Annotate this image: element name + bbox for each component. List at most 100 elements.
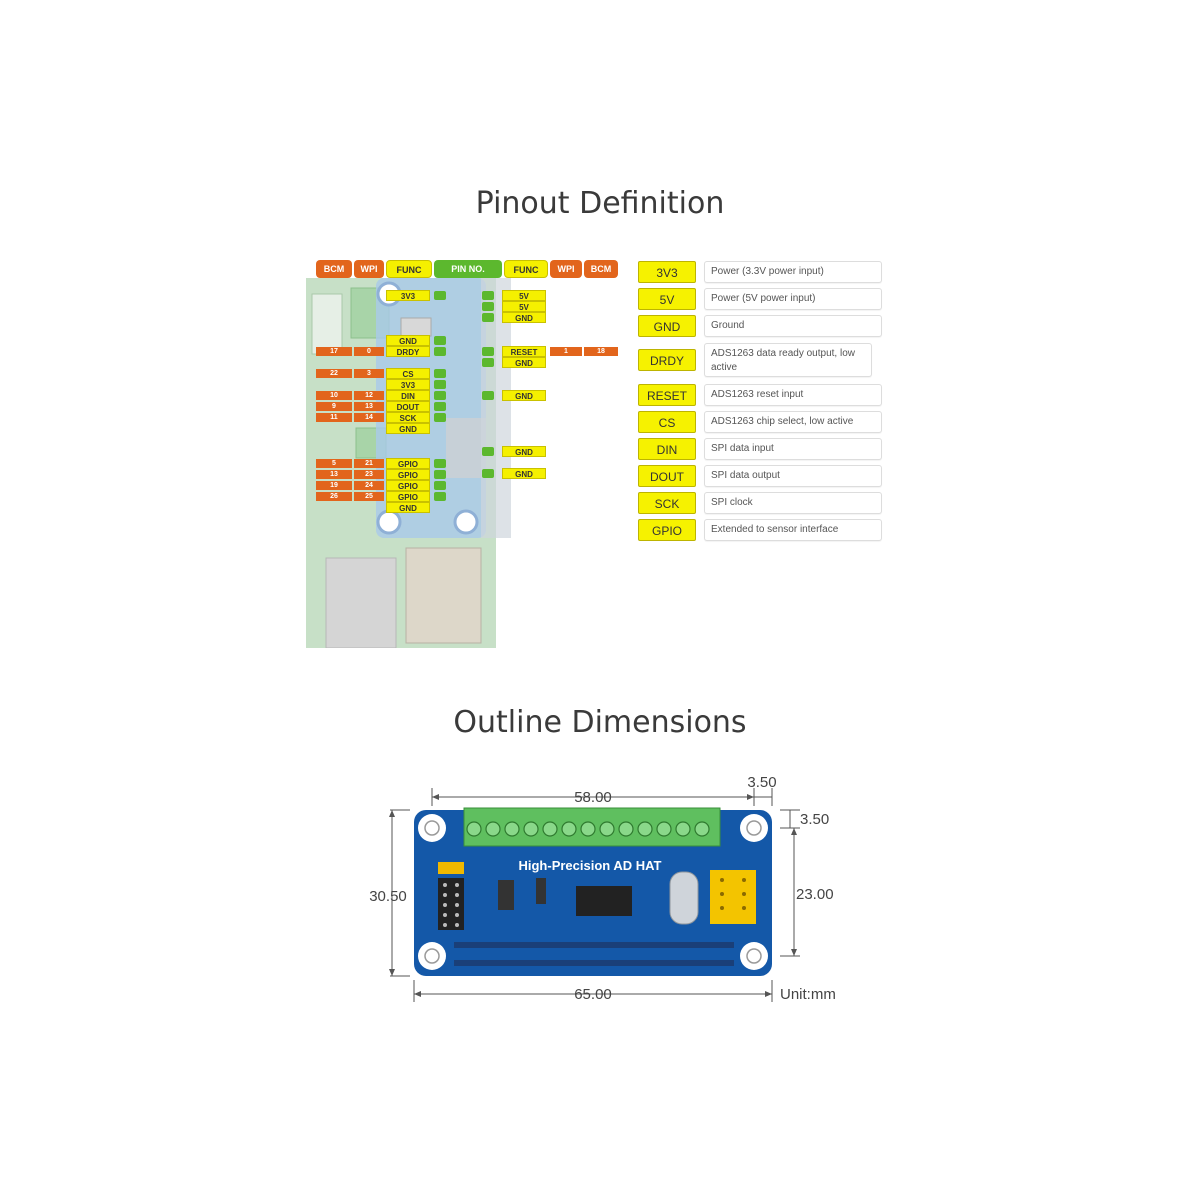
header-func-right: FUNC (504, 260, 548, 278)
left-wpi-label: 12 (354, 391, 384, 400)
legend-key: 3V3 (638, 261, 696, 283)
pin-number-badge (434, 391, 446, 400)
legend-key: GPIO (638, 519, 696, 541)
terminal-block (463, 807, 721, 847)
left-wpi-label: 0 (354, 347, 384, 356)
header-bcm-left: BCM (316, 260, 352, 278)
left-func-label: DIN (386, 390, 430, 401)
left-wpi-label: 21 (354, 459, 384, 468)
header-bcm-right: BCM (584, 260, 618, 278)
right-func-label: GND (502, 312, 546, 323)
legend-key: DRDY (638, 349, 696, 371)
outline-dimension-drawing: High-Precision AD HAT (369, 774, 836, 1003)
legend-desc: ADS1263 chip select, low active (704, 411, 882, 433)
pin-number-badge (482, 469, 494, 478)
legend-desc: SPI data output (704, 465, 882, 487)
left-func-label: GPIO (386, 480, 430, 491)
right-func-label: 5V (502, 290, 546, 301)
dim-right-top: 3.50 (800, 811, 829, 828)
left-wpi-label: 14 (354, 413, 384, 422)
pin-number-badge (482, 391, 494, 400)
legend-key: GND (638, 315, 696, 337)
pin-number-badge (434, 402, 446, 411)
left-func-label: 3V3 (386, 290, 430, 301)
pin-number-badge (482, 347, 494, 356)
board-label: High-Precision AD HAT (518, 858, 661, 873)
legend-key: SCK (638, 492, 696, 514)
pin-number-badge (434, 481, 446, 490)
pin-number-badge (434, 369, 446, 378)
left-bcm-label: 26 (316, 492, 352, 501)
pin-number-badge (434, 459, 446, 468)
legend-desc: Ground (704, 315, 882, 337)
left-wpi-label: 3 (354, 369, 384, 378)
legend-key: 5V (638, 288, 696, 310)
left-func-label: GPIO (386, 469, 430, 480)
pin-number-badge (434, 413, 446, 422)
pinout-board-diagram: BCM WPI FUNC PIN NO. FUNC WPI BCM 3V3 GN… (306, 258, 618, 648)
board-photo (306, 278, 511, 648)
left-func-label: GPIO (386, 491, 430, 502)
legend-desc: SPI data input (704, 438, 882, 460)
right-bcm-label: 18 (584, 347, 618, 356)
left-bcm-label: 17 (316, 347, 352, 356)
jumper-header (438, 862, 464, 930)
dim-right: 23.00 (796, 886, 834, 903)
left-bcm-label: 11 (316, 413, 352, 422)
right-func-label: GND (502, 390, 546, 401)
pin-number-badge (482, 447, 494, 456)
header-wpi-left: WPI (354, 260, 384, 278)
outline-title: Outline Dimensions (453, 705, 747, 740)
mounting-hole-icon (418, 814, 768, 970)
pinout-title: Pinout Definition (475, 186, 725, 221)
dim-top: 58.00 (574, 789, 612, 806)
dim-left: 30.50 (369, 888, 407, 905)
left-func-label: 3V3 (386, 379, 430, 390)
unit-label: Unit:mm (780, 986, 836, 1003)
right-func-label: GND (502, 357, 546, 368)
legend-key: DIN (638, 438, 696, 460)
legend-key: DOUT (638, 465, 696, 487)
left-bcm-label: 10 (316, 391, 352, 400)
left-bcm-label: 13 (316, 470, 352, 479)
legend-desc: Power (3.3V power input) (704, 261, 882, 283)
header-pin-no: PIN NO. (434, 260, 502, 278)
pin-number-badge (434, 347, 446, 356)
legend-desc: ADS1263 reset input (704, 384, 882, 406)
pin-number-badge (434, 492, 446, 501)
legend-key: CS (638, 411, 696, 433)
pin-number-badge (482, 313, 494, 322)
left-wpi-label: 24 (354, 481, 384, 490)
pin-number-badge (434, 470, 446, 479)
pin-number-badge (482, 302, 494, 311)
pin-number-badge (434, 380, 446, 389)
pin-number-badge (434, 336, 446, 345)
legend-desc: Extended to sensor interface (704, 519, 882, 541)
header-func-left: FUNC (386, 260, 432, 278)
header-wpi-right: WPI (550, 260, 582, 278)
right-func-label: RESET (502, 346, 546, 357)
adc-chip (576, 886, 632, 916)
legend-desc: Power (5V power input) (704, 288, 882, 310)
legend-key: RESET (638, 384, 696, 406)
left-func-label: DOUT (386, 401, 430, 412)
left-func-label: CS (386, 368, 430, 379)
legend-desc: SPI clock (704, 492, 882, 514)
left-wpi-label: 25 (354, 492, 384, 501)
left-func-label: DRDY (386, 346, 430, 357)
left-func-label: GPIO (386, 458, 430, 469)
right-func-label: 5V (502, 301, 546, 312)
right-func-label: GND (502, 446, 546, 457)
legend-desc: ADS1263 data ready output, low active (704, 343, 872, 377)
left-bcm-label: 22 (316, 369, 352, 378)
pin-number-badge (434, 291, 446, 300)
dim-bottom: 65.00 (574, 986, 612, 1003)
left-bcm-label: 19 (316, 481, 352, 490)
gpio-header (454, 942, 734, 966)
left-func-label: GND (386, 423, 430, 434)
right-func-label: GND (502, 468, 546, 479)
left-func-label: GND (386, 335, 430, 346)
left-wpi-label: 13 (354, 402, 384, 411)
left-func-label: SCK (386, 412, 430, 423)
pin-number-badge (482, 291, 494, 300)
